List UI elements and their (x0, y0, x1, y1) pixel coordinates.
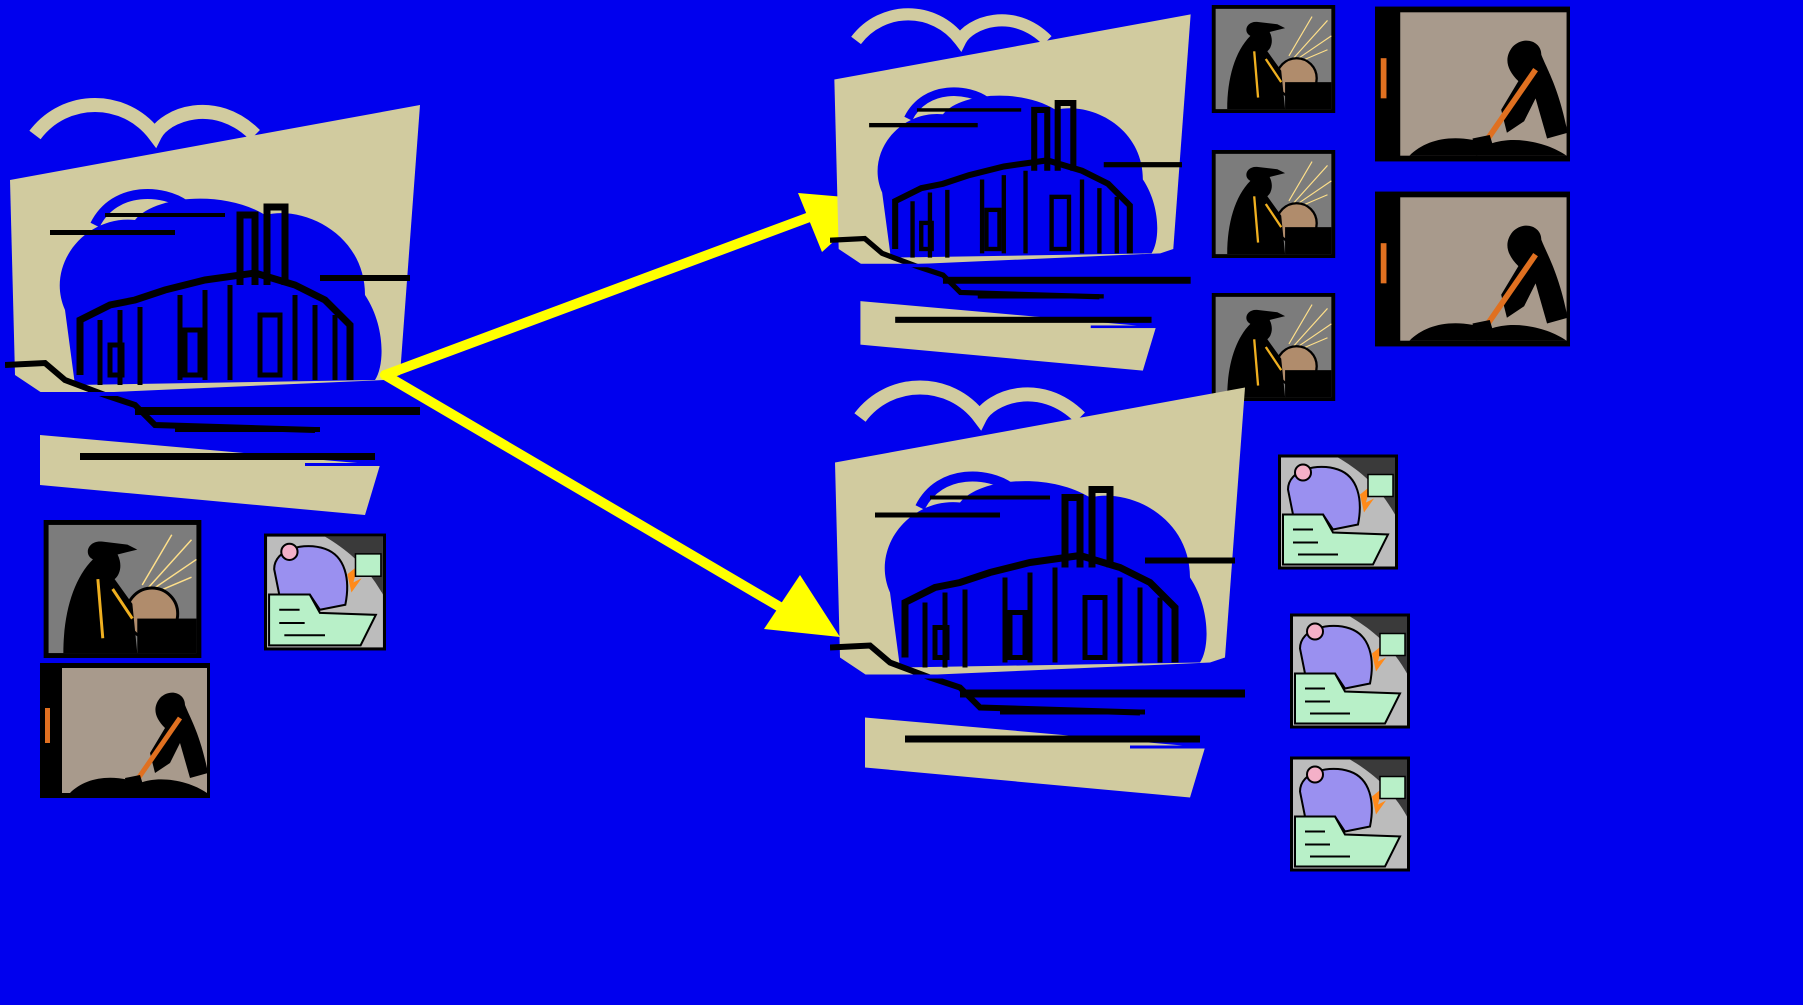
factory-icon (5, 105, 420, 515)
worker-grinding-icon (1212, 150, 1335, 258)
factory-icon (830, 14, 1191, 370)
worker-shoveling-icon (40, 663, 210, 798)
worker-grinding-icon (1212, 293, 1335, 401)
factory-icon (830, 388, 1245, 798)
worker-shoveling-icon (1375, 7, 1570, 162)
machine-icon (1290, 614, 1410, 729)
worker-grinding-icon (44, 520, 202, 658)
arrow-lower (385, 375, 840, 637)
machine-icon (1278, 455, 1398, 570)
machine-icon (264, 534, 386, 651)
machine-icon (1290, 757, 1410, 872)
arrow-upper (385, 193, 880, 375)
worker-grinding-icon (1212, 5, 1335, 113)
worker-shoveling-icon (1375, 192, 1570, 347)
